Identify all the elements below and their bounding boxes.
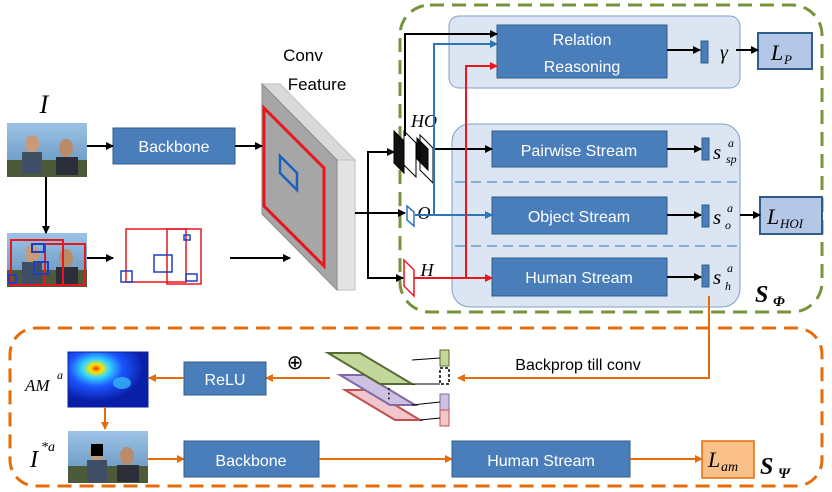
grad-link-1: [411, 357, 441, 361]
svg-text:AM: AM: [24, 376, 50, 395]
svg-text:am: am: [721, 460, 738, 475]
arrow-h-relation: [465, 62, 498, 278]
svg-text:s: s: [713, 140, 721, 164]
am-label: AM a: [24, 368, 63, 395]
relation-reasoning-block: [496, 24, 668, 79]
grad-link-4: [419, 417, 441, 421]
input-image: [7, 123, 87, 177]
s-psi-label: S Ψ: [760, 454, 791, 482]
relu-block: [183, 361, 267, 396]
reasoning-label: Reasoning: [544, 59, 621, 76]
human-label-bottom: Human Stream: [487, 453, 595, 470]
human-stream-block-bottom: [451, 440, 631, 478]
s-sp-label: s a sp: [713, 136, 737, 166]
loss-p-box: [757, 32, 813, 70]
svg-text:L: L: [770, 40, 783, 65]
svg-text:P: P: [783, 52, 792, 67]
svg-text:h: h: [725, 279, 731, 293]
svg-text:L: L: [766, 204, 779, 229]
svg-text:a: a: [728, 136, 734, 150]
pairwise-stream-block: [491, 130, 668, 168]
conv-feature-map: [260, 82, 357, 292]
loss-hoi-box: [759, 196, 823, 235]
o-label: O: [418, 203, 431, 223]
arrow-ho-relation: [404, 30, 498, 136]
svg-text:Φ: Φ: [773, 294, 785, 310]
h-crop: [403, 258, 415, 298]
gamma-label: γ: [720, 42, 729, 64]
grad-link-3: [411, 401, 441, 406]
s-psi-region: [8, 326, 824, 488]
backprop-label: Backprop till conv: [515, 357, 640, 374]
loss-am-label: L am: [707, 447, 738, 475]
h-label: H: [420, 260, 435, 280]
loss-hoi-label: L HOI: [766, 204, 804, 231]
oplus-symbol: ⊕: [287, 352, 304, 374]
human-label-top: Human Stream: [525, 270, 633, 287]
relation-label: Relation: [553, 32, 612, 49]
conv-label: Conv: [283, 46, 323, 65]
attention-hotspot-secondary: [113, 377, 131, 389]
s-h-score-bar: [701, 264, 710, 288]
grad-bar-green: [439, 349, 450, 367]
s-phi-label: S Φ: [755, 282, 785, 310]
svg-text:s: s: [713, 265, 721, 289]
gamma-score-bar: [700, 40, 709, 64]
svg-text:sp: sp: [726, 152, 737, 166]
attention-map: [67, 351, 149, 408]
s-o-label: s a o: [713, 201, 733, 232]
svg-text:⋮: ⋮: [382, 385, 396, 401]
svg-text:S: S: [760, 454, 773, 480]
ho-label: HO: [410, 111, 437, 131]
loss-p-label: L P: [770, 40, 792, 67]
s-sp-score-bar: [701, 137, 710, 161]
arrow-conv-ho: [355, 148, 395, 214]
svg-text:HOI: HOI: [779, 216, 804, 231]
arrow-conv-h: [367, 213, 404, 282]
grad-bar-red: [439, 409, 450, 427]
image-label: I: [39, 90, 50, 119]
svg-text:L: L: [707, 447, 720, 472]
svg-text:*a: *a: [41, 440, 55, 455]
svg-text:o: o: [725, 218, 731, 232]
ho-crop: [393, 129, 434, 185]
object-label: Object Stream: [528, 209, 630, 226]
svg-text:a: a: [727, 201, 733, 215]
feature-label: Feature: [288, 75, 347, 94]
image-with-boxes: [7, 233, 87, 287]
arrow-o-relation: [433, 40, 498, 215]
relu-label: ReLU: [205, 372, 246, 389]
o-crop: [406, 204, 415, 228]
svg-text:a: a: [727, 261, 733, 275]
svg-text:I: I: [29, 447, 39, 473]
s-o-score-bar: [701, 204, 710, 228]
augmented-image: [68, 431, 148, 483]
svg-text:S: S: [755, 282, 768, 308]
box-layout: [120, 228, 202, 285]
gradient-stack: ⋮: [324, 352, 424, 421]
s-h-label: s a h: [713, 261, 733, 293]
object-stream-block: [491, 196, 668, 235]
svg-text:s: s: [713, 205, 721, 229]
pairwise-label: Pairwise Stream: [521, 143, 637, 160]
svg-text:Ψ: Ψ: [778, 466, 791, 482]
backbone-label-top: Backbone: [138, 139, 209, 156]
svg-text:a: a: [57, 368, 63, 382]
backbone-label-bottom: Backbone: [215, 453, 286, 470]
loss-am-box: [701, 440, 755, 479]
backbone-block-bottom: [183, 440, 320, 478]
image-star-label: I *a: [29, 440, 55, 473]
arrow-backprop: [457, 296, 710, 382]
grad-bar-purple: [439, 393, 450, 411]
grad-bar-dashed: [439, 367, 450, 385]
